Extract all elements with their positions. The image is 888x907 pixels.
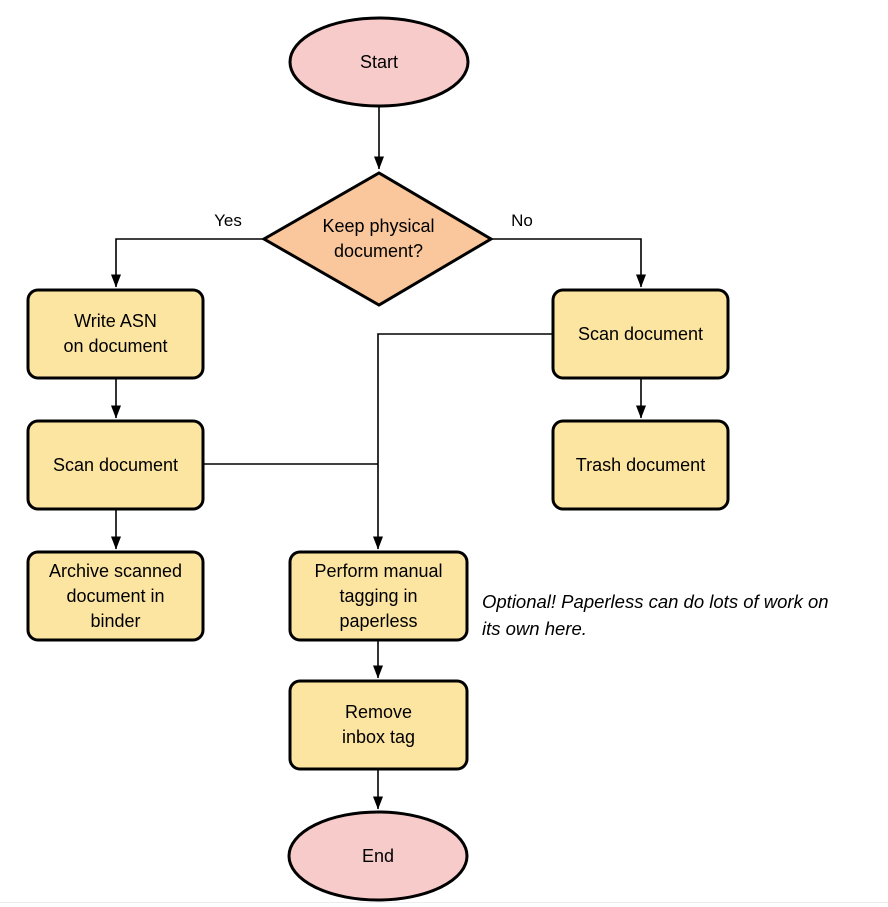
write-asn-shape <box>26 288 205 380</box>
edge-decision-no <box>491 238 646 288</box>
page-bottom-divider <box>0 902 888 903</box>
manual-tagging-shape <box>288 550 469 642</box>
edge-scanright-to-tagging <box>373 333 553 550</box>
scan-document-left-shape <box>26 419 205 511</box>
scan-document-right-shape <box>551 288 730 380</box>
remove-inbox-tag-shape <box>288 679 469 771</box>
end-terminator-shape <box>287 810 469 902</box>
decision-diamond-shape <box>260 171 494 307</box>
edge-decision-yes <box>111 238 264 288</box>
optional-note-text: Optional! Paperless can do lots of work … <box>482 591 829 639</box>
start-terminator-shape <box>288 16 470 108</box>
trash-document-shape <box>551 419 730 511</box>
archive-binder-shape <box>26 550 205 642</box>
